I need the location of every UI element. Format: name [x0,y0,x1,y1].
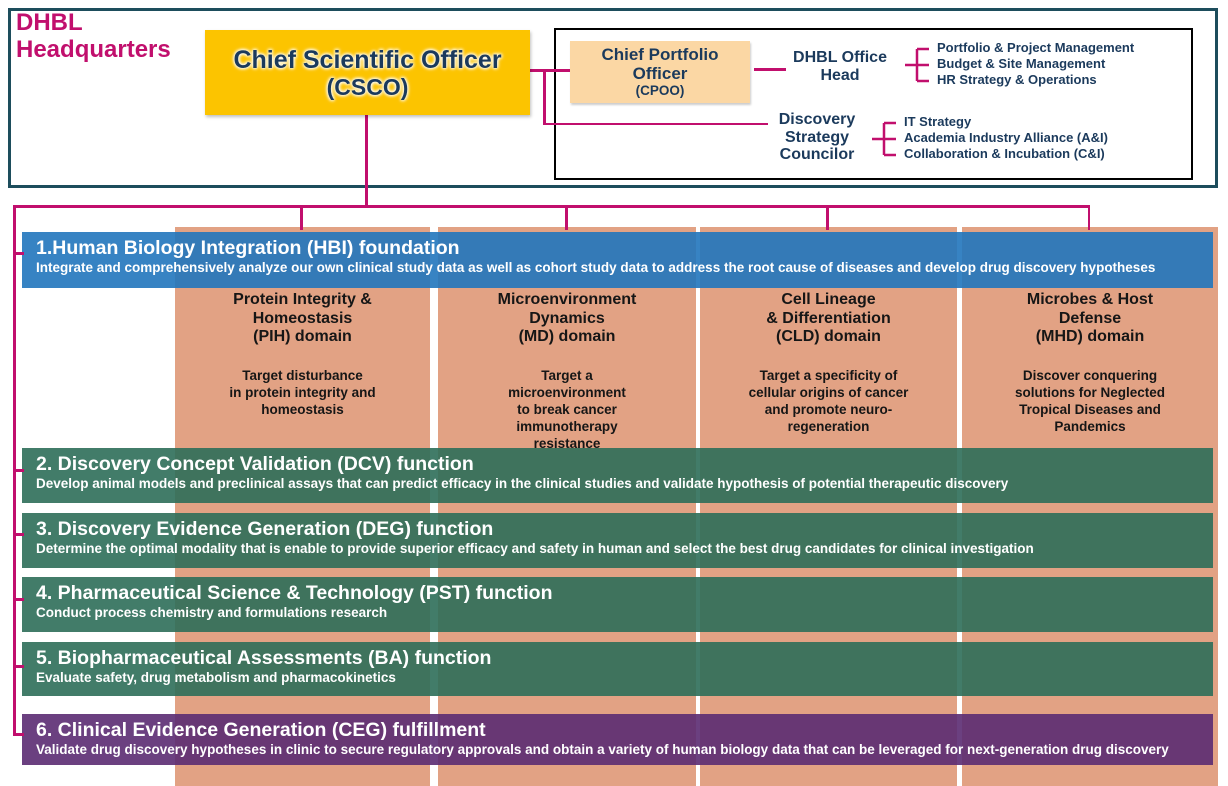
row-background [22,232,1213,288]
bracket-connector-icon [872,121,896,157]
row-title: 3. Discovery Evidence Generation (DEG) f… [36,518,494,540]
row-ba-function: 5. Biopharmaceutical Assessments (BA) fu… [22,642,1213,696]
cpoo-abbr: (CPOO) [635,83,685,98]
connector-line [565,205,568,230]
list-item: Academia Industry Alliance (A&I) [904,130,1108,145]
domain-column-cld: Cell Lineage & Differentiation (CLD) dom… [700,227,957,786]
connector-stub [15,598,24,601]
row-desc: Develop animal models and preclinical as… [36,476,1009,491]
row-ceg-fulfillment: 6. Clinical Evidence Generation (CEG) fu… [22,714,1213,765]
domain-column-pih: Protein Integrity & Homeostasis (PIH) do… [175,227,430,786]
row-title: 6. Clinical Evidence Generation (CEG) fu… [36,719,486,741]
connector-line [543,69,546,125]
csco-box: Chief Scientific Officer (CSCO) [205,30,530,115]
row-background [22,448,1213,503]
connector-stub [15,252,24,255]
row-title: 2. Discovery Concept Validation (DCV) fu… [36,453,474,475]
domain-column-mhd: Microbes & Host Defense (MHD) domain Dis… [962,227,1218,786]
row-background [22,642,1213,696]
list-item: Budget & Site Management [937,56,1106,71]
bracket-connector-icon [905,47,929,83]
row-dcv-function: 2. Discovery Concept Validation (DCV) fu… [22,448,1213,503]
office-head-list: Portfolio & Project Management Budget & … [937,40,1134,88]
row-title: 1.Human Biology Integration (HBI) founda… [36,237,460,259]
row-desc: Integrate and comprehensively analyze ou… [36,260,1156,275]
csco-title: Chief Scientific Officer [233,45,502,74]
list-item: HR Strategy & Operations [937,72,1097,87]
row-desc: Determine the optimal modality that is e… [36,541,1034,556]
row-background [22,577,1213,632]
connector-stub [15,533,24,536]
domain-column-md: Microenvironment Dynamics (MD) domain Ta… [438,227,696,786]
cpoo-box: Chief Portfolio Officer (CPOO) [570,41,750,103]
list-item: Portfolio & Project Management [937,40,1135,55]
connector-stub [15,469,24,472]
row-background [22,513,1213,568]
list-item: IT Strategy [904,114,972,129]
councilor-label: Discovery Strategy Councilor [778,111,856,163]
cpoo-title: Chief Portfolio Officer [601,45,719,83]
connector-line [754,68,786,71]
row-pst-function: 4. Pharmaceutical Science & Technology (… [22,577,1213,632]
row-background [22,714,1213,765]
connector-line [543,122,768,125]
connector-stub [15,733,24,736]
connector-line [365,115,368,207]
csco-abbr: (CSCO) [326,73,409,100]
domain-title: Protein Integrity & Homeostasis (PIH) do… [233,291,372,345]
domain-desc: Discover conquering solutions for Neglec… [1014,367,1166,434]
row-deg-function: 3. Discovery Evidence Generation (DEG) f… [22,513,1213,568]
list-item: Collaboration & Incubation (C&I) [904,146,1105,161]
row-title: 5. Biopharmaceutical Assessments (BA) fu… [36,647,492,669]
row-desc: Validate drug discovery hypotheses in cl… [36,742,1169,757]
row-title: 4. Pharmaceutical Science & Technology (… [36,582,553,604]
row-desc: Evaluate safety, drug metabolism and pha… [36,670,396,685]
connector-line [530,69,572,72]
domain-title: Microenvironment Dynamics (MD) domain [497,291,637,345]
left-rail-line [13,205,16,736]
domain-desc: Target disturbance in protein integrity … [229,367,376,417]
row-desc: Conduct process chemistry and formulatio… [36,605,388,620]
domain-desc: Target a microenvironment to break cance… [508,367,626,451]
councilor-list: IT Strategy Academia Industry Alliance (… [904,114,1108,162]
domain-title: Cell Lineage & Differentiation (CLD) dom… [766,291,891,345]
connector-stub [15,665,24,668]
domain-title: Microbes & Host Defense (MHD) domain [1026,291,1154,345]
connector-line [300,205,303,230]
connector-line [1087,205,1090,230]
connector-line [826,205,829,230]
row-hbi-foundation: 1.Human Biology Integration (HBI) founda… [22,232,1213,288]
office-head-label: DHBL Office Head [793,49,887,84]
domain-desc: Target a specificity of cellular origins… [748,367,909,434]
org-title: DHBL Headquarters [16,9,171,63]
connector-line [13,205,1090,208]
